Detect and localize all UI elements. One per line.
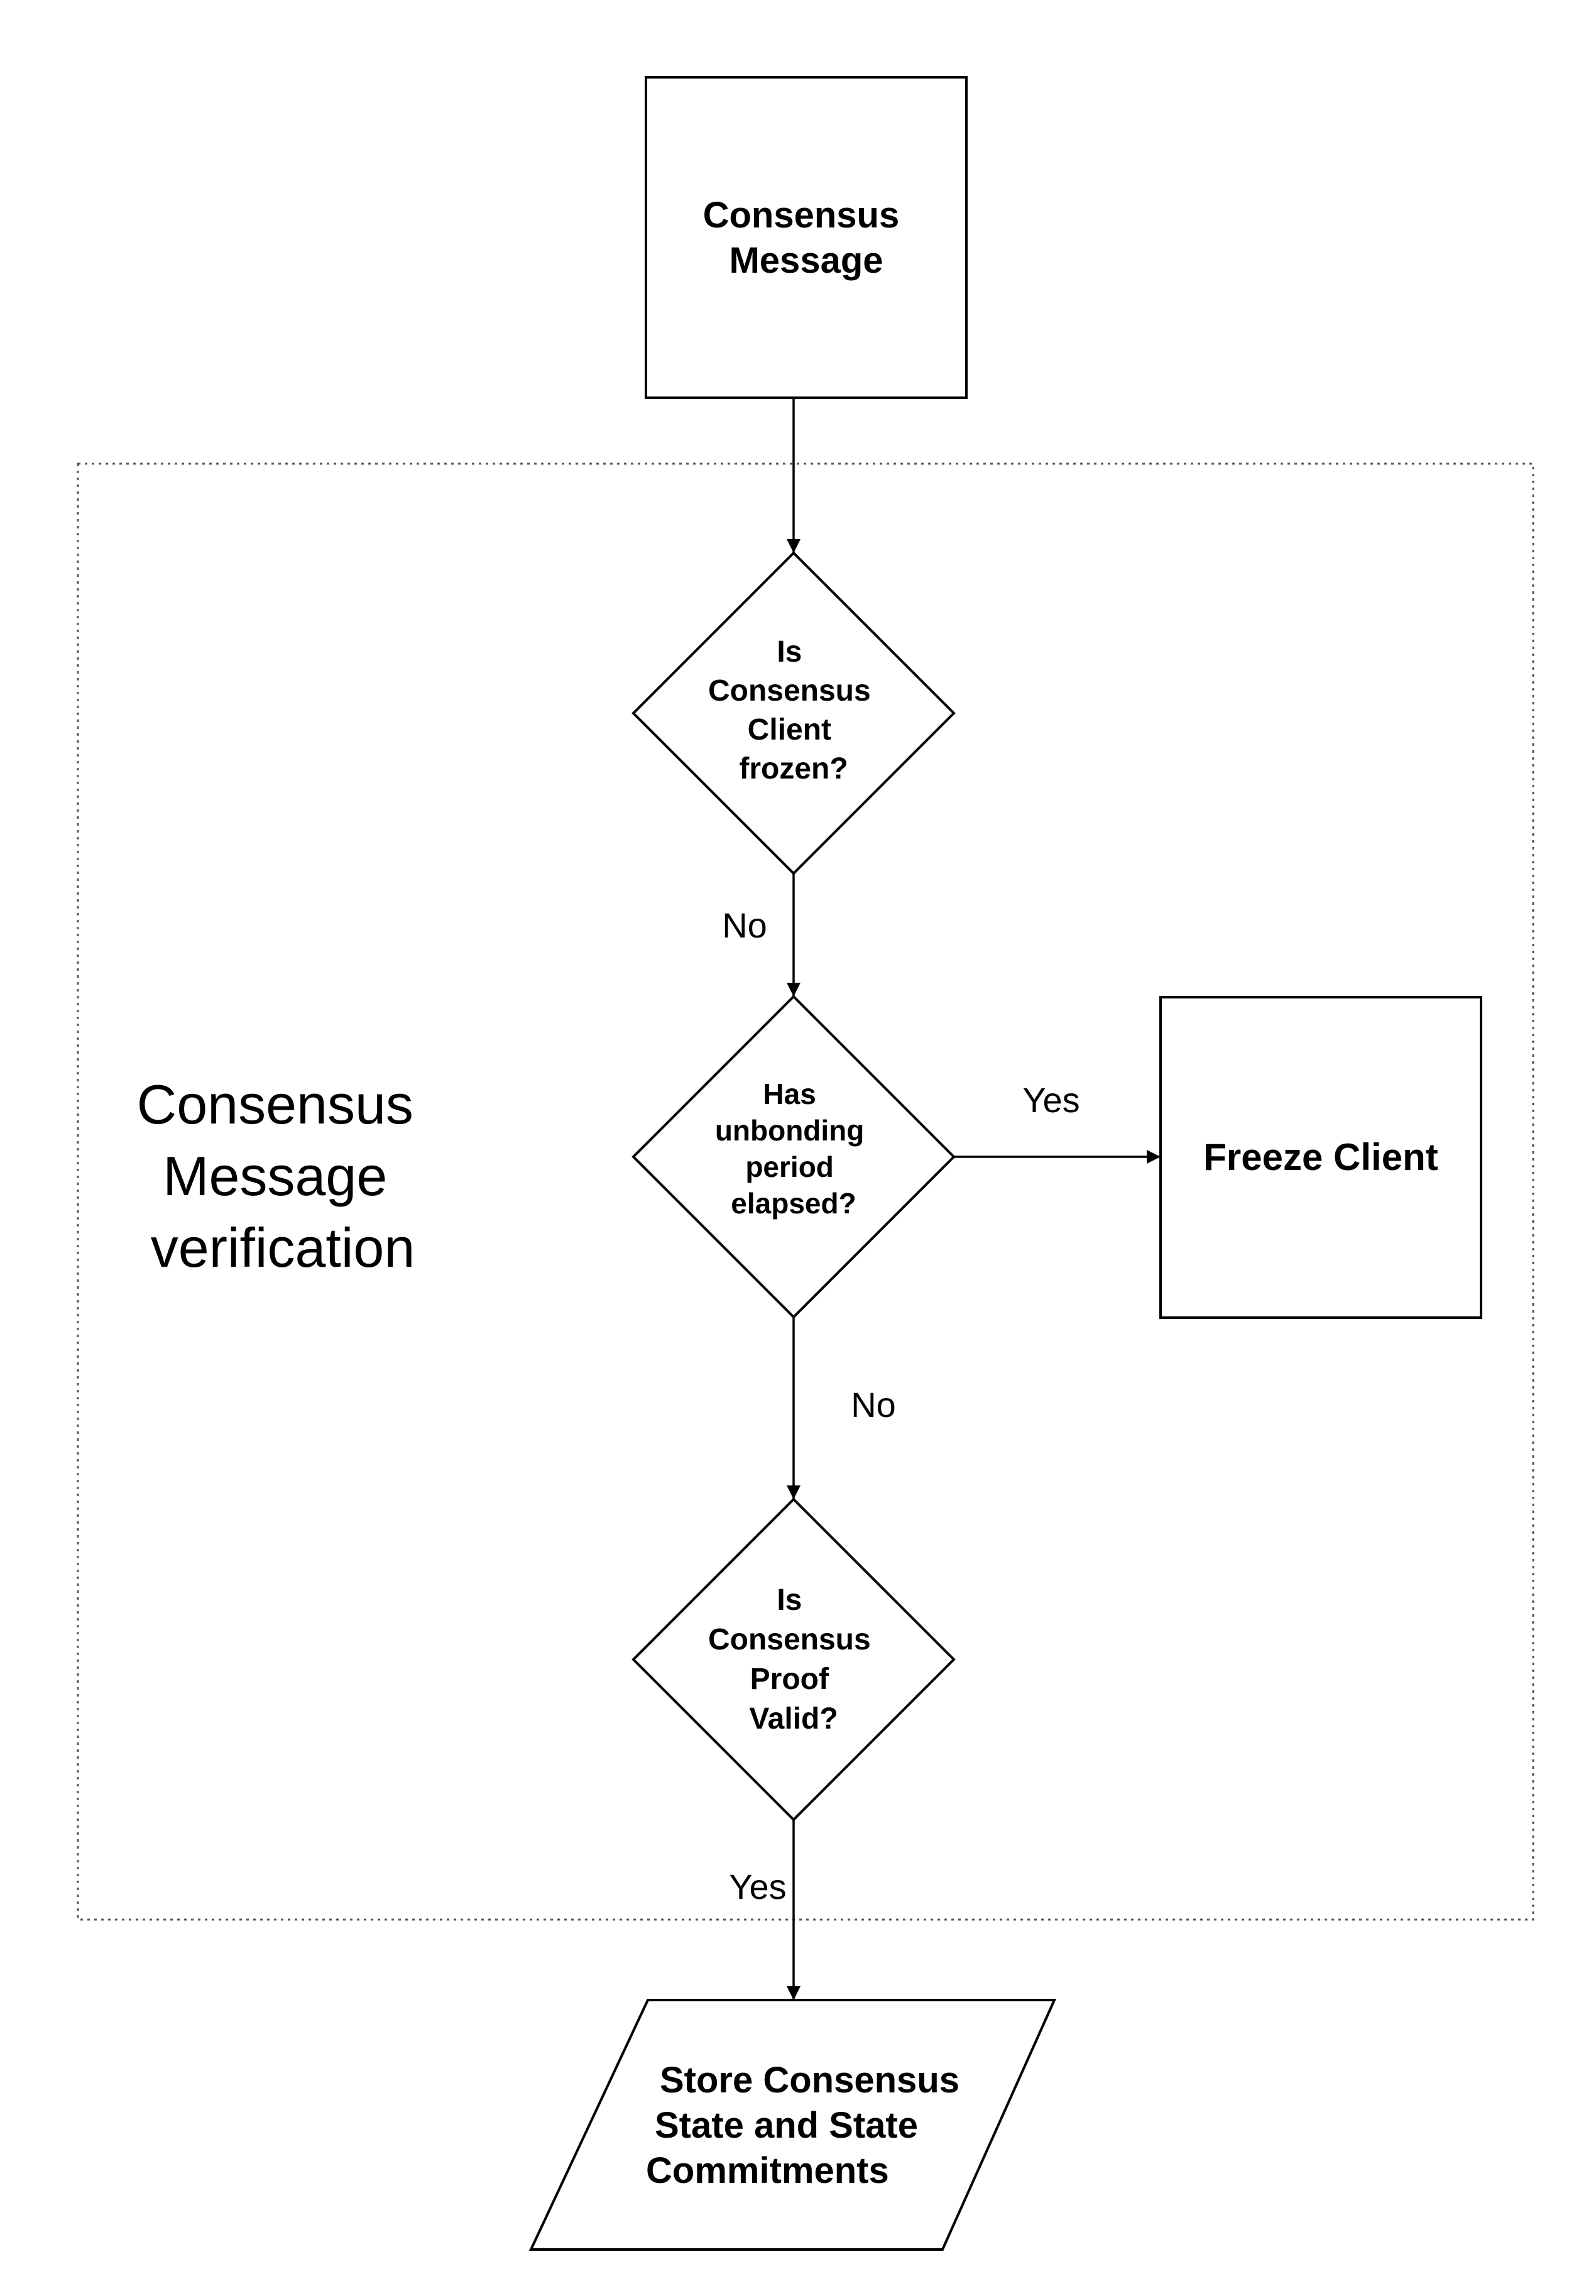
- edge-proof-to-store: Yes: [729, 1820, 801, 2000]
- svg-text:Freeze Client: Freeze Client: [1203, 1136, 1438, 1178]
- svg-text:Consensus Message: Consensus Message: [703, 195, 910, 281]
- node-label-line: frozen?: [739, 752, 848, 785]
- edge-label-yes: Yes: [1022, 1080, 1079, 1120]
- store-state-node: Store Consensus State and State Commitme…: [528, 1999, 1057, 2251]
- node-label-line: Is: [777, 635, 802, 669]
- group-label-line: Consensus: [137, 1073, 413, 1135]
- node-label-line: Has: [763, 1078, 816, 1110]
- svg-text:Store Consensus State an: Store Consensus State and State Commitme…: [646, 2060, 970, 2191]
- node-label-line: Valid?: [749, 1702, 838, 1736]
- verification-group-border: [77, 462, 1534, 1921]
- edge-label-yes: Yes: [729, 1867, 786, 1906]
- unbonding-elapsed-decision-node: Has unbonding period elapsed?: [631, 995, 956, 1319]
- node-label-line: Consensus: [703, 195, 900, 236]
- node-label-line: Consensus: [708, 1623, 871, 1656]
- group-label-line: verification: [151, 1216, 415, 1279]
- node-label-line: State and State: [655, 2105, 918, 2146]
- node-label-line: elapsed?: [731, 1187, 856, 1220]
- svg-text:Is Consensus Proof: Is Consensus Proof Valid?: [708, 1583, 879, 1736]
- edge-unbonding-to-proof: No: [787, 1317, 896, 1499]
- svg-text:Has unbonding peri: Has unbonding period elapsed?: [715, 1078, 872, 1220]
- node-label-line: Store Consensus: [660, 2060, 959, 2101]
- freeze-client-node: Freeze Client: [1159, 996, 1482, 1319]
- svg-text:Is Consensus Clien: Is Consensus Client frozen?: [708, 635, 879, 785]
- node-label-line: Commitments: [646, 2150, 889, 2191]
- edge-label-no: No: [851, 1385, 896, 1424]
- node-label-line: unbonding: [715, 1114, 865, 1147]
- client-frozen-decision-node: Is Consensus Client frozen?: [631, 551, 956, 875]
- verification-group-label: Consensus Message verification: [137, 1073, 429, 1279]
- node-label-line: Is: [777, 1583, 802, 1617]
- proof-valid-decision-node: Is Consensus Proof Valid?: [631, 1497, 956, 1822]
- consensus-message-node: Consensus Message: [645, 76, 968, 399]
- node-label-line: Freeze Client: [1203, 1136, 1438, 1178]
- node-label-line: Message: [729, 240, 883, 281]
- edge-unbonding-to-freeze: Yes: [954, 1080, 1161, 1164]
- node-label-line: Consensus: [708, 674, 871, 708]
- node-label-line: Client: [748, 713, 831, 746]
- node-label-line: Proof: [750, 1663, 829, 1696]
- node-label-line: period: [745, 1151, 834, 1183]
- edge-frozen-to-unbonding: No: [722, 873, 801, 997]
- group-label-line: Message: [163, 1145, 387, 1207]
- edge-label-no: No: [722, 905, 767, 945]
